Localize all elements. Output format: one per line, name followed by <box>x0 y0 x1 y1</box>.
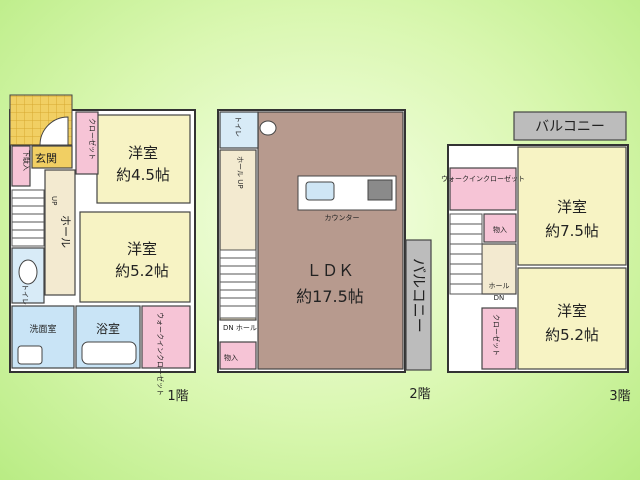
ldk-room <box>257 111 404 370</box>
kitchen-sink-icon <box>305 181 335 201</box>
room-a-size-floor3: 約7.5帖 <box>545 222 599 240</box>
walkin-closet-floor1 <box>141 305 191 369</box>
closet-floor3 <box>481 307 517 370</box>
toilet-floor2 <box>219 111 259 149</box>
storage-floor2 <box>219 341 257 370</box>
balcony-label-floor3: バルコニー <box>535 119 605 135</box>
room-b-size-floor1: 約5.2帖 <box>115 262 169 280</box>
hall-floor3 <box>481 243 517 295</box>
balcony-floor3 <box>513 111 627 141</box>
dn-label-floor3: DN <box>494 294 505 302</box>
closet-label-floor1: クローゼット <box>88 118 97 160</box>
western-room-5-2-floor3 <box>517 267 627 370</box>
storage-floor3 <box>483 213 517 243</box>
shoe-label: 下駄入 <box>22 150 31 171</box>
floor-3-plan: バルコニー ウォークインクローゼット 物入 洋室 約7.5帖 洋室 約5.2帖 … <box>441 111 631 404</box>
room-b-name-floor3: 洋室 <box>557 302 587 320</box>
room-a-size-floor1: 約4.5帖 <box>116 166 170 184</box>
stove-icon <box>367 179 393 201</box>
room-b-name-floor1: 洋室 <box>127 240 157 258</box>
toilet-fixture-floor2 <box>259 120 277 136</box>
floor-2-plan: トイレ ホール UP ＬＤＫ 約17.5帖 カウンター DN ホール 物入 バル… <box>217 109 432 402</box>
ldk-size: 約17.5帖 <box>296 287 364 306</box>
up-label-floor1: UP <box>50 196 58 205</box>
floor-1-label: 1階 <box>167 389 188 404</box>
shoe-storage <box>11 145 31 187</box>
counter-label: カウンター <box>325 213 360 222</box>
sink-fixture <box>17 345 43 365</box>
closet-floor1 <box>75 111 99 175</box>
balcony-floor2 <box>405 239 432 371</box>
dn-hall-label: DN ホール <box>223 324 257 332</box>
genkan-area <box>31 145 73 169</box>
bath-label: 浴室 <box>96 321 120 336</box>
bathtub-fixture <box>81 341 137 365</box>
floor-3-label: 3階 <box>609 389 630 404</box>
floor-1-plan: 洋室 約4.5帖 洋室 約5.2帖 クローゼット 玄関 下駄入 ホール UP ト… <box>9 94 196 404</box>
entrance-door <box>39 116 69 146</box>
room-b-size-floor3: 約5.2帖 <box>545 326 599 344</box>
ldk-name: ＬＤＫ <box>306 261 354 280</box>
hall-floor1 <box>44 169 76 296</box>
room-a-name-floor1: 洋室 <box>128 144 158 162</box>
toilet-label-floor2: トイレ <box>234 116 242 137</box>
room-a-name-floor3: 洋室 <box>557 198 587 216</box>
walkin-label-floor3: ウォークインクローゼット <box>441 174 525 183</box>
stairs-floor2 <box>219 249 257 319</box>
western-room-4-5 <box>96 114 191 204</box>
balcony-label-floor2: バルコニー <box>410 258 428 333</box>
hall-label-floor1: ホール <box>59 215 72 248</box>
toilet-label-floor1: トイレ <box>21 284 29 305</box>
washroom-label: 洗面室 <box>29 323 56 335</box>
walkin-label-floor1: ウォークインクローゼット <box>156 312 165 396</box>
western-room-7-5 <box>517 146 627 266</box>
storage-label-floor2: 物入 <box>224 353 238 362</box>
floor-2-label: 2階 <box>409 387 430 402</box>
hall-label-floor3: ホール <box>489 282 510 290</box>
toilet-fixture-floor1 <box>18 259 38 285</box>
stairs-floor3 <box>449 213 483 295</box>
closet-label-floor3: クローゼット <box>492 314 501 356</box>
western-room-5-2-floor1 <box>79 211 191 303</box>
hall-up-label: ホール UP <box>236 156 244 189</box>
storage-label-floor3: 物入 <box>493 225 507 234</box>
entrance-label: 玄関 <box>35 151 57 165</box>
stairs-floor1 <box>11 189 45 247</box>
walkin-closet-floor3 <box>449 167 517 211</box>
